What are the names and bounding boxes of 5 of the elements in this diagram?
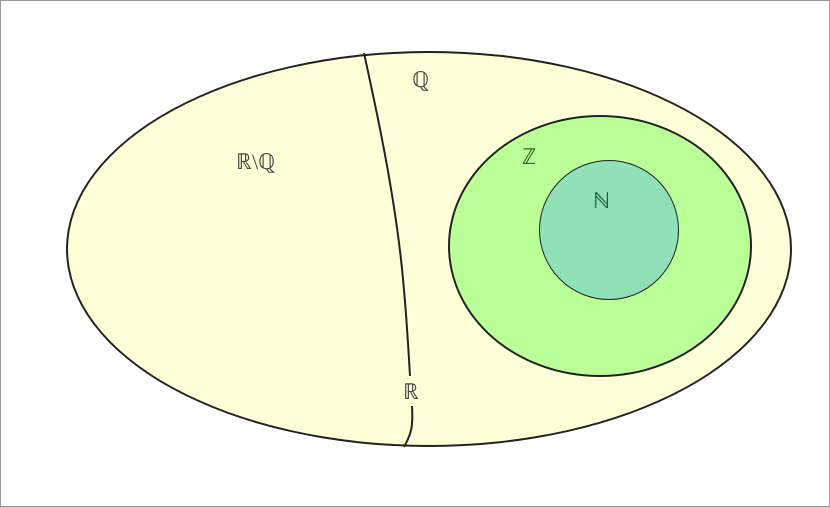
set-label: ℤ xyxy=(522,145,536,169)
set-label: ℚ xyxy=(412,68,429,92)
set-label: ℕ xyxy=(593,189,610,213)
set-label: ℝ xyxy=(403,380,419,404)
set-label: ℝ\ℚ xyxy=(236,150,276,174)
